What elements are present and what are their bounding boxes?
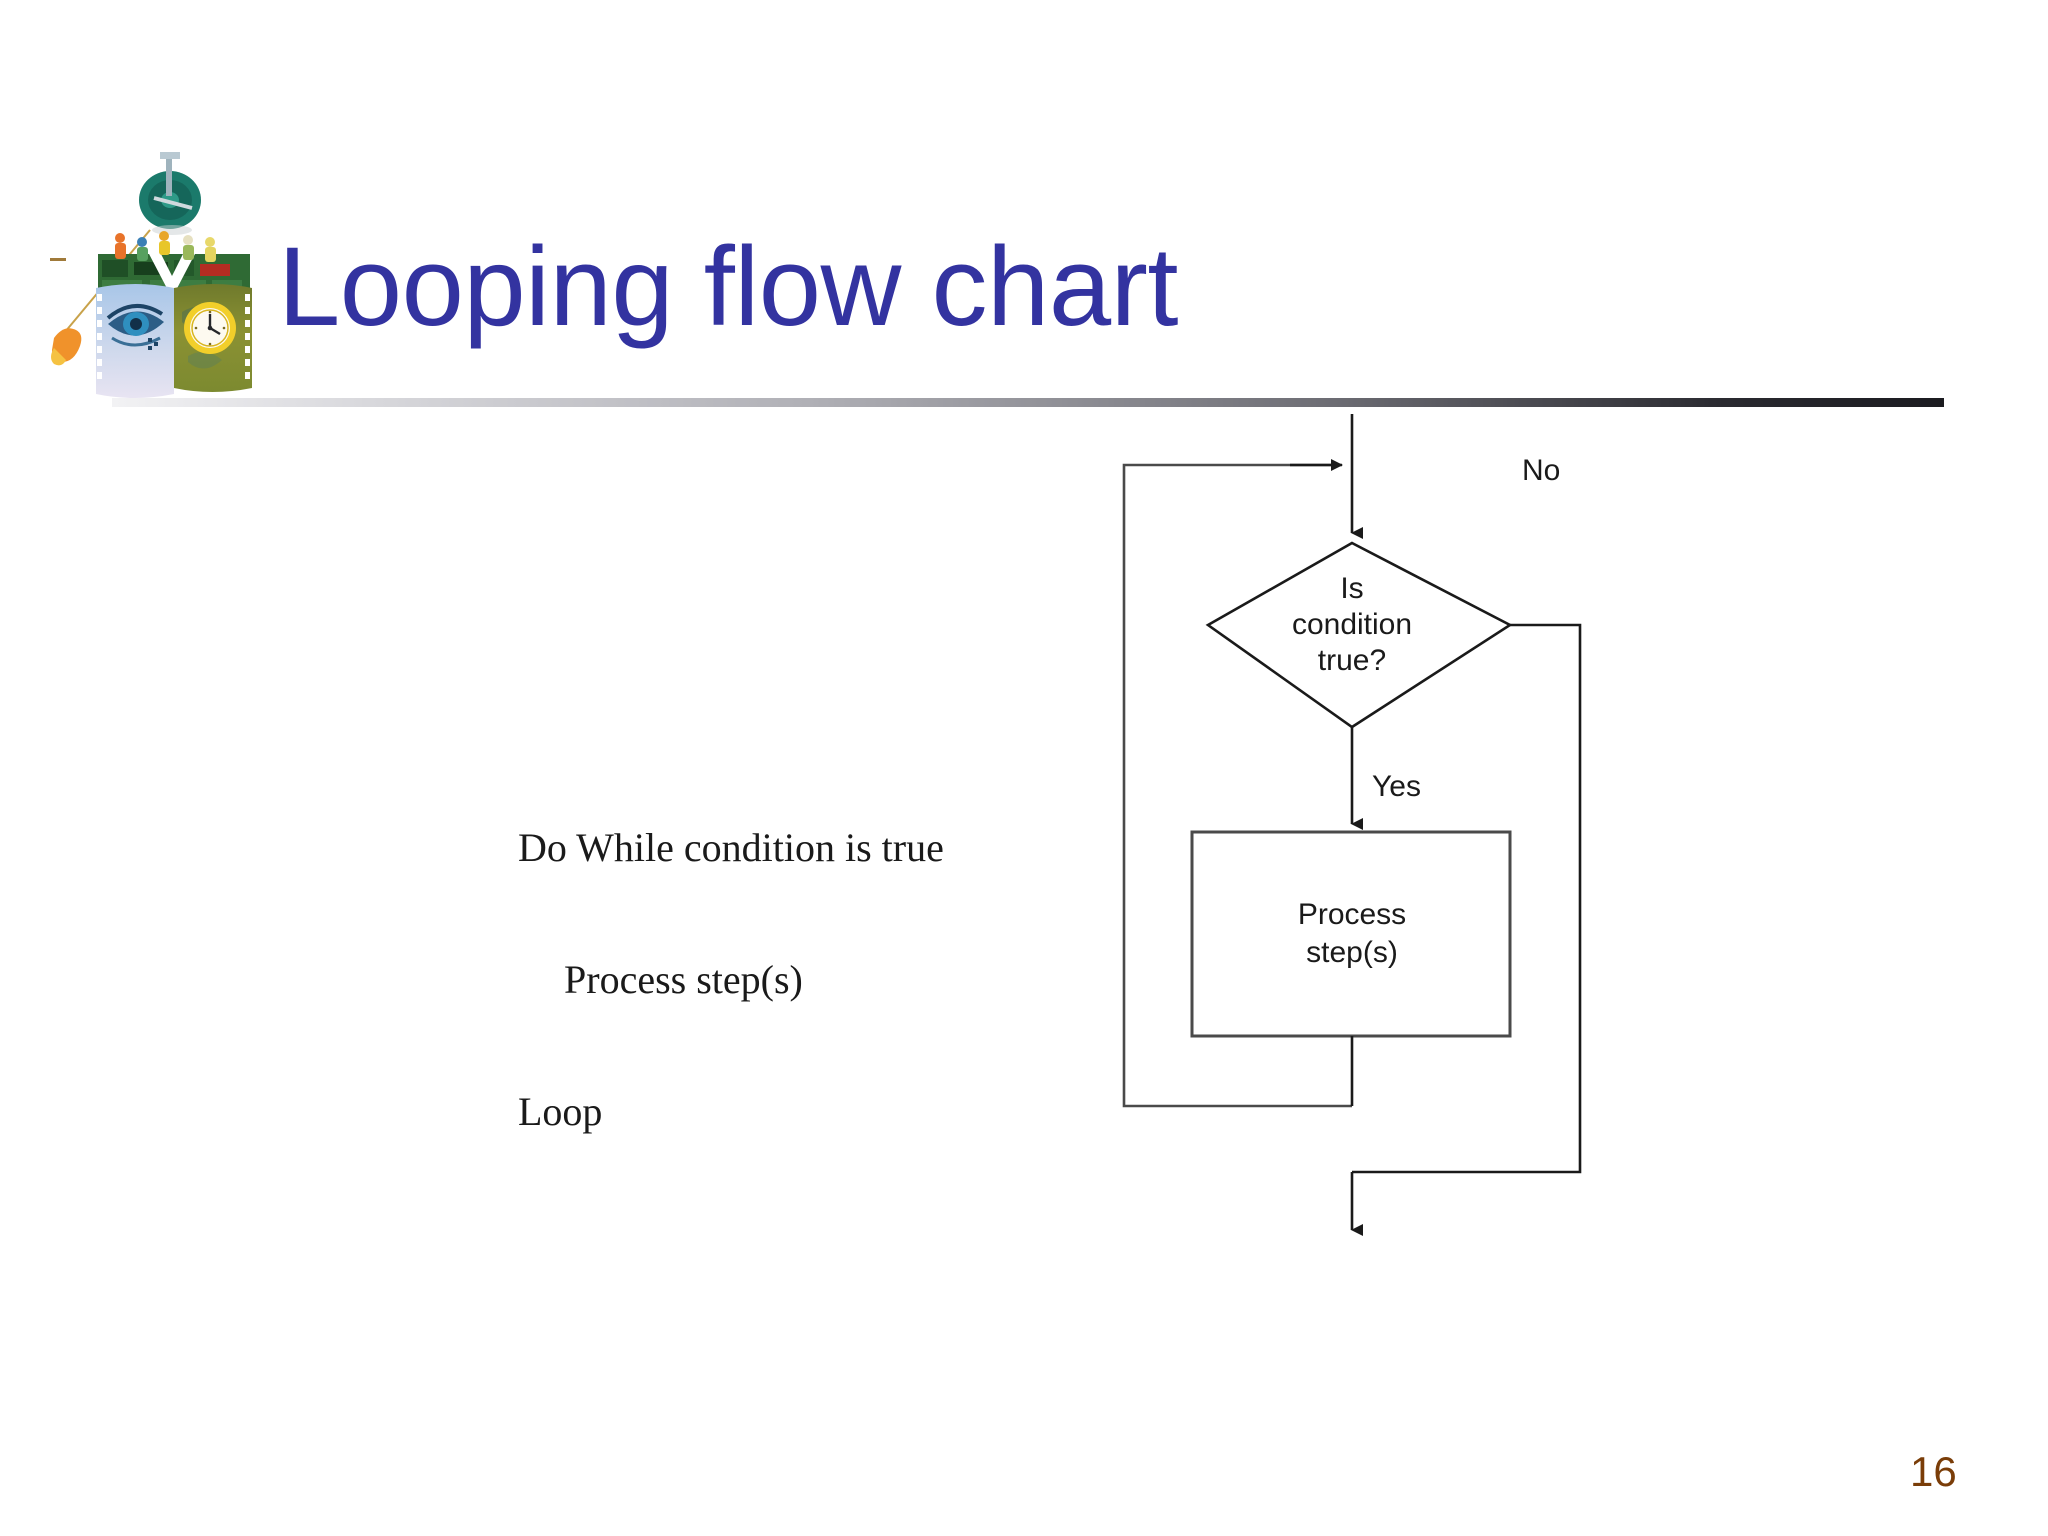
collage-illustration-image [42,142,270,400]
edge-label-yes: Yes [1372,770,1421,803]
decision-node-line-3: true? [1318,644,1386,677]
process-node-line-2: step(s) [1306,936,1398,969]
page-number: 16 [1910,1448,1957,1495]
title-divider-rule [112,398,1944,407]
pseudocode-block: Do While condition is true Process step(… [518,738,944,1222]
edge-label-no: No [1522,454,1560,487]
pseudocode-line: Do While condition is true [518,825,944,870]
edge-decision-no-path [1352,623,1582,1174]
decision-node-line-2: condition [1292,608,1412,641]
looping-flow-chart-diagram: Is condition true? No Yes Process step(s… [1090,400,1650,1280]
flowchart-svg: Is condition true? No Yes Process step(s… [1122,414,1582,1236]
process-node-line-1: Process [1298,898,1406,931]
collage-illustration-svg [50,152,252,398]
page-title: Looping flow chart [278,224,1179,349]
pseudocode-line: Process step(s) [564,957,803,1002]
pseudocode-line: Loop [518,1089,603,1134]
process-rectangle-node [1190,830,1512,1038]
decision-node-line-1: Is [1340,572,1363,605]
edge-loopback-path [1122,463,1352,1108]
